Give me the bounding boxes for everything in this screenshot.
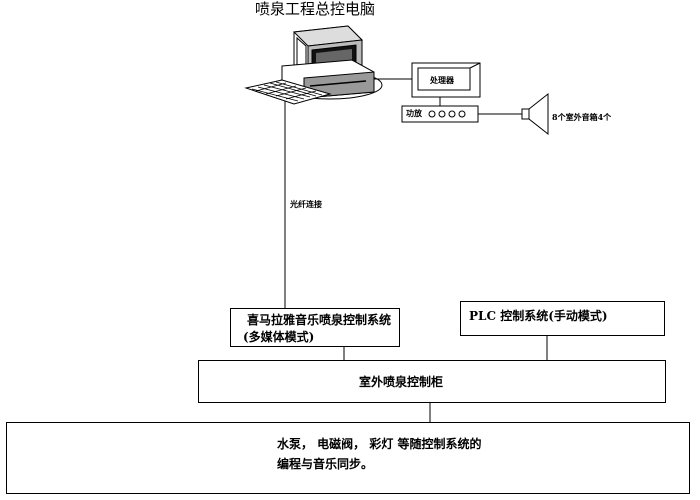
cabinet-box-line1: 室外喷泉控制柜 xyxy=(359,375,444,389)
amplifier-icon xyxy=(401,105,479,123)
speaker-icon xyxy=(521,92,549,136)
himalaya-box-line2: (多媒体模式) xyxy=(243,330,315,344)
page-title: 喷泉工程总控电脑 xyxy=(255,0,376,18)
computer-icon xyxy=(244,25,383,105)
amplifier-knob-3 xyxy=(448,110,456,118)
equipment-box-line1: 水泵， 电磁阀， 彩灯 等随控制系统的 xyxy=(277,437,482,451)
outdoor-control-cabinet-box: 室外喷泉控制柜 xyxy=(198,360,666,403)
speakers-label: 8个室外音箱4个 xyxy=(552,112,612,122)
amplifier-knob-2 xyxy=(438,110,446,118)
equipment-sync-box: 水泵， 电磁阀， 彩灯 等随控制系统的 编程与音乐同步。 xyxy=(6,422,690,494)
himalaya-control-system-box: 喜马拉雅音乐喷泉控制系统 (多媒体模式) xyxy=(230,308,400,347)
amplifier-knob-1 xyxy=(428,110,436,118)
plc-control-system-box: PLC 控制系统(手动模式) xyxy=(460,301,665,336)
processor-monitor-icon xyxy=(411,62,481,98)
plc-box-line1: PLC 控制系统(手动模式) xyxy=(469,309,608,323)
fiber-connection-label: 光纤连接 xyxy=(290,199,322,209)
equipment-box-line2: 编程与音乐同步。 xyxy=(277,457,374,471)
amplifier-knob-4 xyxy=(458,110,466,118)
processor-label: 处理器 xyxy=(430,75,454,85)
himalaya-box-line1: 喜马拉雅音乐喷泉控制系统 xyxy=(247,313,392,327)
amplifier-label: 功放 xyxy=(406,108,422,118)
